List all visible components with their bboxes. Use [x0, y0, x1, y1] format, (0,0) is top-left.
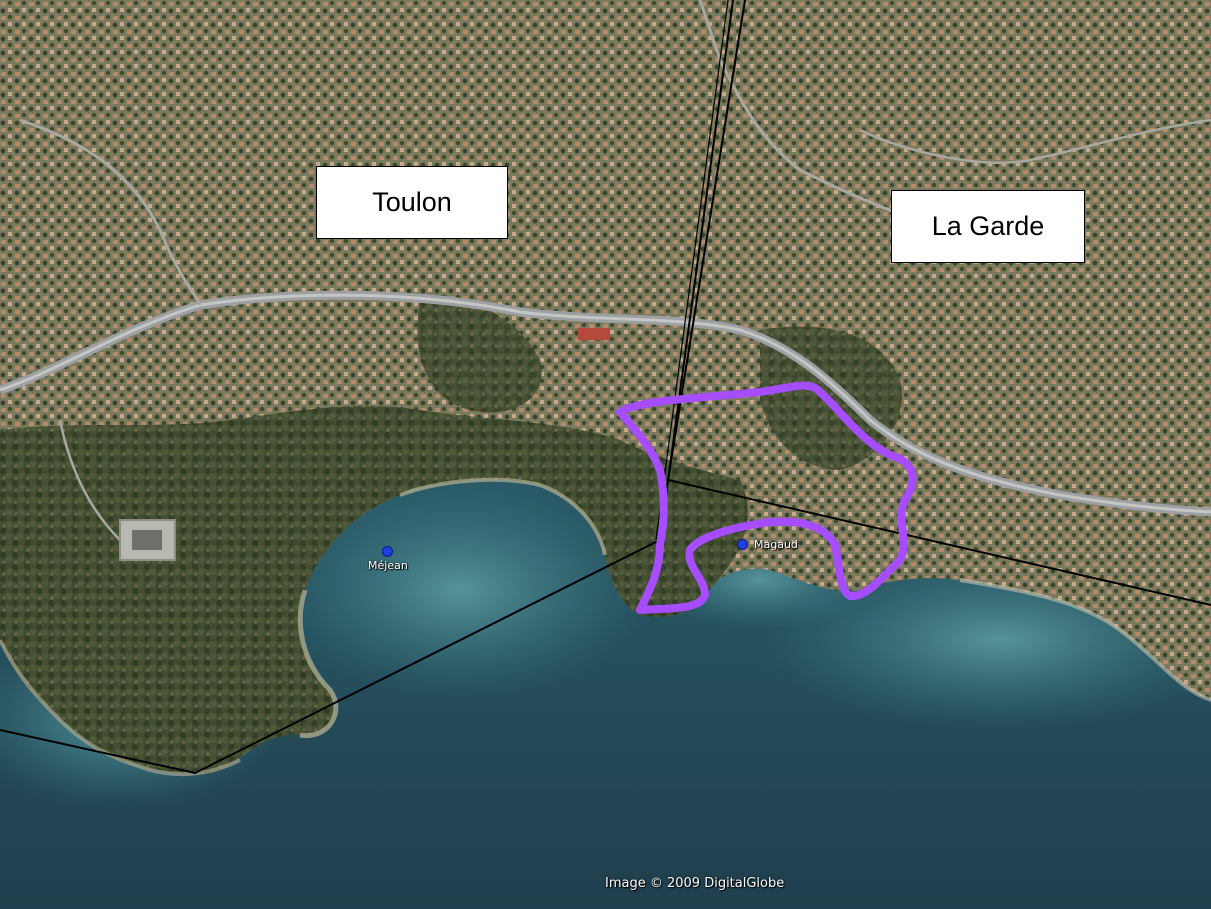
- city-label-la-garde: La Garde: [891, 190, 1085, 263]
- blue-dot-icon: [382, 546, 394, 557]
- city-label-toulon-text: Toulon: [372, 187, 452, 217]
- place-name-magaud: Magaud: [754, 538, 798, 551]
- area-outline: [616, 381, 917, 614]
- place-marker-mejean[interactable]: Méjean: [368, 546, 408, 572]
- imagery-attribution: Image © 2009 DigitalGlobe: [605, 876, 785, 891]
- place-marker-magaud[interactable]: Magaud: [737, 538, 798, 551]
- city-label-la-garde-text: La Garde: [931, 211, 1045, 241]
- place-name-mejean: Méjean: [368, 559, 408, 572]
- blue-dot-icon: [737, 539, 748, 550]
- city-label-toulon: Toulon: [316, 166, 508, 239]
